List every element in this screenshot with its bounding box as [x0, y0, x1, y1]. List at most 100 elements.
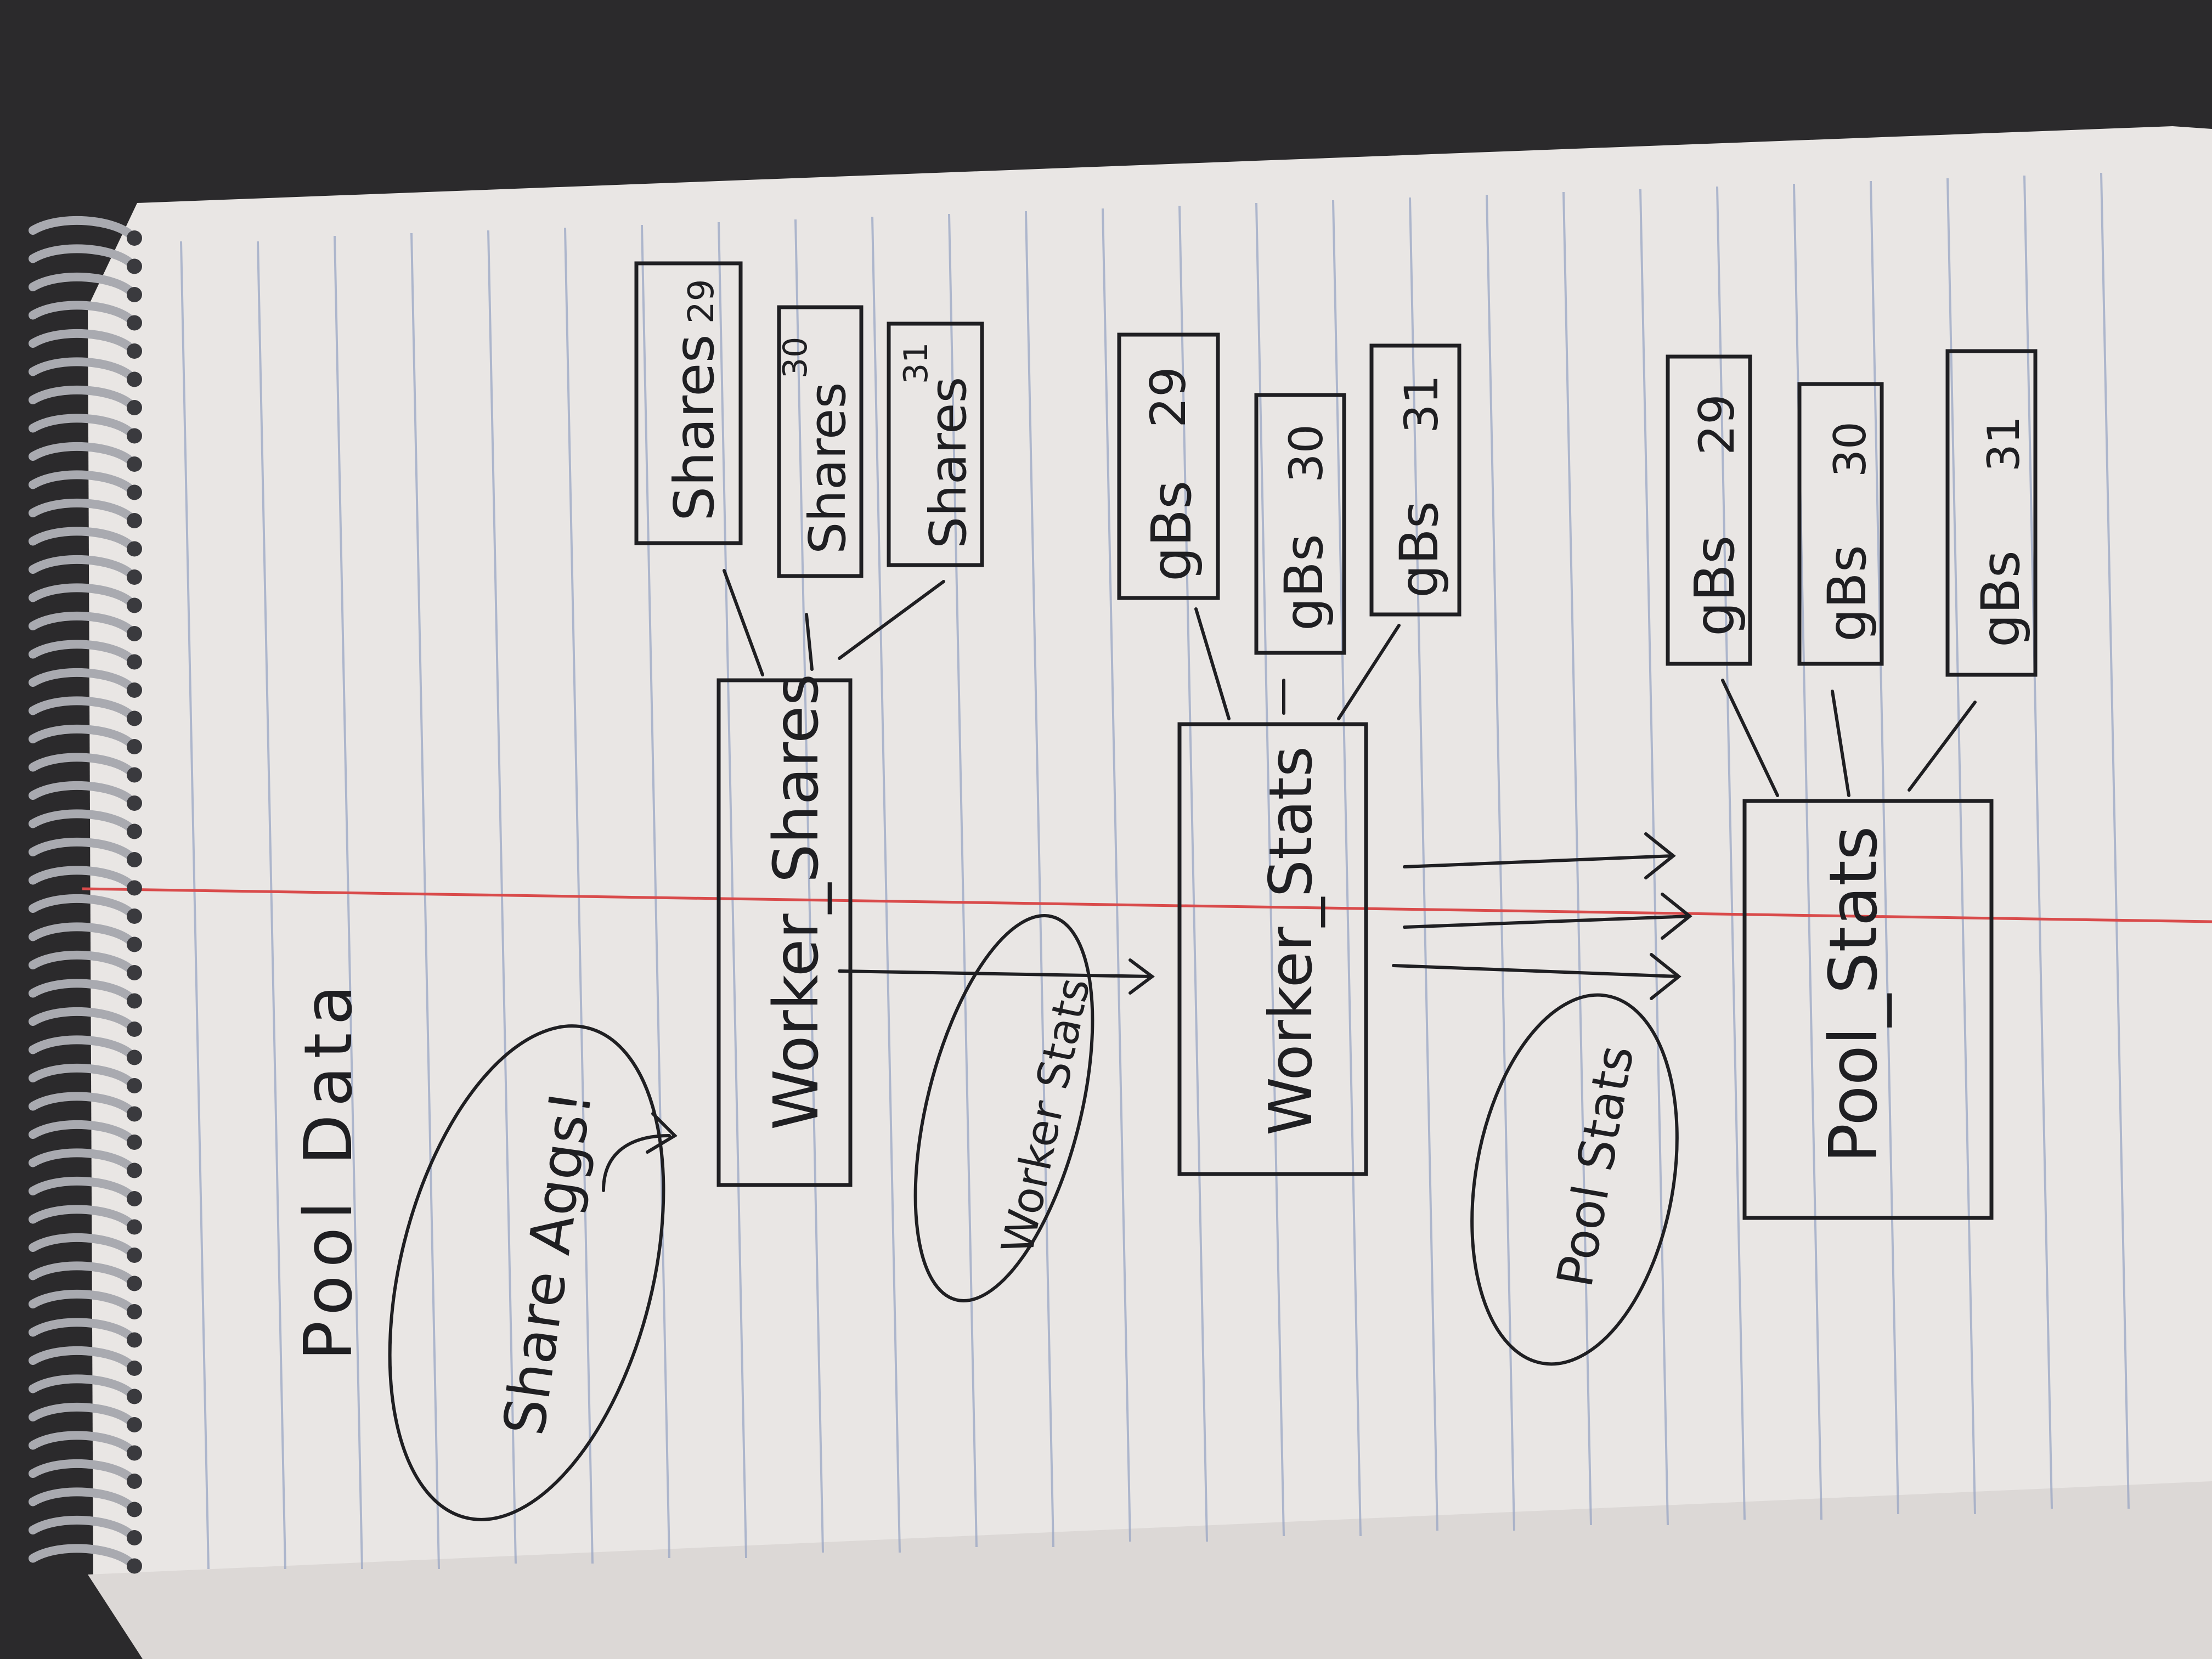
- shares-31-num: 31: [897, 342, 935, 384]
- margin-line: [82, 887, 2212, 923]
- spiral-hole: [127, 1332, 142, 1348]
- pool-stats-partition-links: [1721, 679, 1977, 797]
- spiral-hole: [127, 1248, 142, 1263]
- spiral-hole: [127, 230, 142, 246]
- worker-stats-table: Worker_Stats: [1177, 722, 1368, 1176]
- worker-gbs-partition: gBs 30: [1254, 393, 1346, 655]
- spiral-coil: [29, 668, 136, 692]
- worker-gbs-partition: gBs 31: [1369, 343, 1462, 617]
- spiral-coil: [29, 1092, 136, 1116]
- spiral-coil: [29, 1063, 136, 1088]
- spiral-coil: [29, 583, 136, 608]
- spiral-coil: [29, 498, 136, 523]
- spiral-hole: [127, 1389, 142, 1404]
- spiral-coil: [29, 1289, 136, 1314]
- spiral-hole: [127, 287, 142, 302]
- shares-31-label: Shares: [919, 377, 978, 549]
- spiral-hole: [127, 1474, 142, 1489]
- spiral-coil: [29, 866, 136, 890]
- spiral-coil: [29, 329, 136, 353]
- pool-gbs-partition: gBs 30: [1797, 382, 1884, 666]
- spiral-hole: [127, 795, 142, 811]
- spiral-coil: [29, 1148, 136, 1173]
- spiral-hole: [127, 597, 142, 613]
- spiral-coil: [29, 724, 136, 749]
- spiral-coil: [29, 216, 136, 240]
- spiral-hole: [127, 682, 142, 698]
- spiral-coil: [29, 1346, 136, 1370]
- spiral-coil: [29, 527, 136, 551]
- spiral-coil: [29, 1374, 136, 1399]
- spiral-hole: [127, 626, 142, 641]
- stats-to-pool-arrows: [1392, 832, 1692, 1000]
- spiral-coil: [29, 640, 136, 664]
- spiral-coil: [29, 442, 136, 466]
- spiral-hole: [127, 1191, 142, 1206]
- spiral-hole: [127, 1078, 142, 1093]
- worker-stats-partition-links: [1194, 607, 1401, 720]
- spiral-coil: [29, 1487, 136, 1512]
- pool-gbs-partition: gBs 29: [1666, 354, 1752, 666]
- spiral-hole: [127, 1106, 142, 1122]
- spiral-hole: [127, 965, 142, 980]
- spiral-hole: [127, 993, 142, 1009]
- spiral-coil: [29, 1120, 136, 1144]
- spiral-hole: [127, 258, 142, 274]
- pool-gbs-30-label: gBs: [1816, 545, 1878, 642]
- spiral-coil: [29, 1544, 136, 1568]
- spiral-coil: [29, 357, 136, 382]
- shares-29-label: Shares: [662, 334, 726, 521]
- spiral-hole: [127, 852, 142, 867]
- pool-gbs-partition: gBs 31: [1945, 349, 2038, 677]
- spiral-coil: [29, 1205, 136, 1229]
- spiral-hole: [127, 371, 142, 387]
- spiral-coil: [29, 301, 136, 325]
- pool-gbs-31-label: gBs: [1970, 550, 2032, 647]
- spiral-hole: [127, 315, 142, 331]
- spiral-coil: [29, 414, 136, 438]
- spiral-hole: [127, 1361, 142, 1376]
- spiral-coil: [29, 1176, 136, 1201]
- spiral-hole: [127, 1417, 142, 1432]
- shares-partition: Shares 29: [634, 261, 743, 545]
- spiral-coil: [29, 837, 136, 862]
- spiral-coil: [29, 385, 136, 410]
- spiral-hole: [127, 767, 142, 783]
- spiral-coil: [29, 696, 136, 721]
- spiral-hole: [127, 710, 142, 726]
- spiral-coil: [29, 611, 136, 636]
- pool-gbs-30-num: 30: [1825, 421, 1876, 477]
- spiral-hole: [127, 1304, 142, 1319]
- shares-partition: Shares 30: [776, 305, 864, 578]
- worker-stats-label: Worker_Stats: [1257, 746, 1325, 1136]
- spiral-coil: [29, 1402, 136, 1427]
- worker-shares-table: Worker_Shares: [716, 674, 853, 1187]
- spiral-hole: [127, 1530, 142, 1545]
- page-title: Pool Data: [291, 977, 367, 1361]
- spiral-coil: [29, 894, 136, 918]
- spiral-coil: [29, 979, 136, 1003]
- spiral-coil: [29, 1035, 136, 1060]
- pool-gbs-31-num: 31: [1978, 416, 2029, 472]
- spiral-coil: [29, 922, 136, 947]
- spiral-coil: [29, 1261, 136, 1286]
- pool-gbs-29-num: 29: [1689, 394, 1745, 455]
- spiral-coil: [29, 1515, 136, 1540]
- spiral-hole: [127, 936, 142, 952]
- spiral-coil: [29, 1318, 136, 1342]
- spiral-hole: [127, 456, 142, 472]
- spiral-hole: [127, 513, 142, 528]
- worker-gbs-29-num: 29: [1140, 366, 1197, 428]
- spiral-hole: [127, 1502, 142, 1517]
- spiral-coil: [29, 809, 136, 834]
- spiral-hole: [127, 880, 142, 896]
- spiral-hole: [127, 484, 142, 500]
- spiral-coil: [29, 470, 136, 495]
- spiral-coil: [29, 950, 136, 975]
- paper-sheet: [88, 126, 2212, 1659]
- spiral-coil: [29, 1431, 136, 1455]
- spiral-coil: [29, 1233, 136, 1257]
- worker-gbs-30-num: 30: [1279, 424, 1333, 483]
- worker-shares-label: Worker_Shares: [761, 674, 832, 1130]
